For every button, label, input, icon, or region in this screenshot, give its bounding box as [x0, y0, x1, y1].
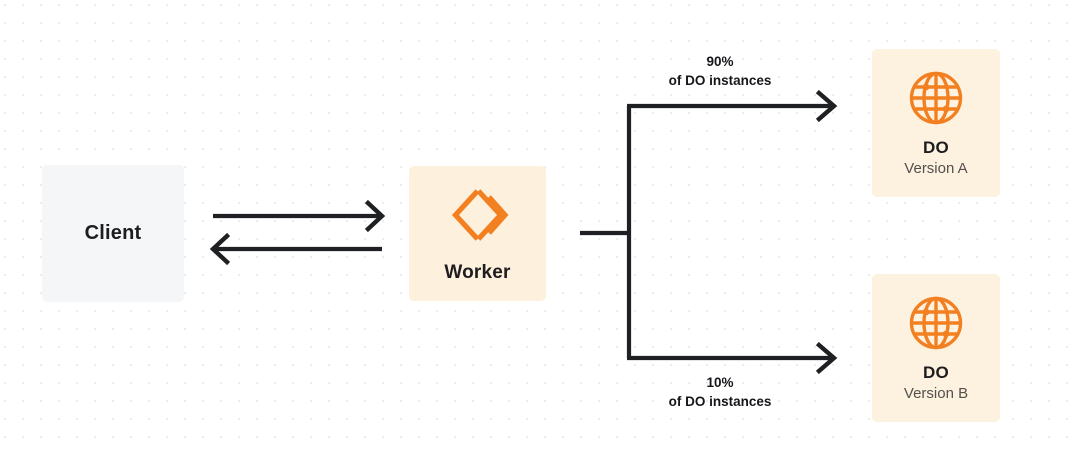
arrow-worker-to-client: [209, 232, 382, 266]
node-do-version-b[interactable]: DO Version B: [872, 274, 1000, 422]
client-label: Client: [84, 222, 142, 244]
edge-label-caption: of DO instances: [668, 394, 772, 409]
node-client[interactable]: Client: [42, 165, 184, 302]
globe-icon: [907, 294, 965, 352]
node-do-version-a[interactable]: DO Version A: [872, 49, 1000, 197]
arrow-worker-to-do-a: [627, 89, 838, 123]
globe-icon: [907, 69, 965, 127]
do-title: DO: [923, 363, 949, 382]
do-subtitle: Version A: [904, 160, 968, 177]
cloudflare-workers-icon: [447, 184, 509, 246]
worker-label: Worker: [444, 261, 511, 283]
edge-label-percent: 10%: [706, 375, 734, 390]
edge-label-do-a: 90% of DO instances: [610, 52, 830, 90]
arrow-client-to-worker: [213, 199, 386, 233]
arrow-worker-to-do-b: [627, 341, 838, 375]
do-subtitle: Version B: [903, 385, 969, 402]
edge-label-caption: of DO instances: [668, 73, 772, 88]
edge-label-percent: 90%: [706, 54, 734, 69]
node-worker[interactable]: Worker: [409, 166, 546, 301]
edge-label-do-b: 10% of DO instances: [610, 373, 830, 411]
do-title: DO: [923, 138, 949, 157]
